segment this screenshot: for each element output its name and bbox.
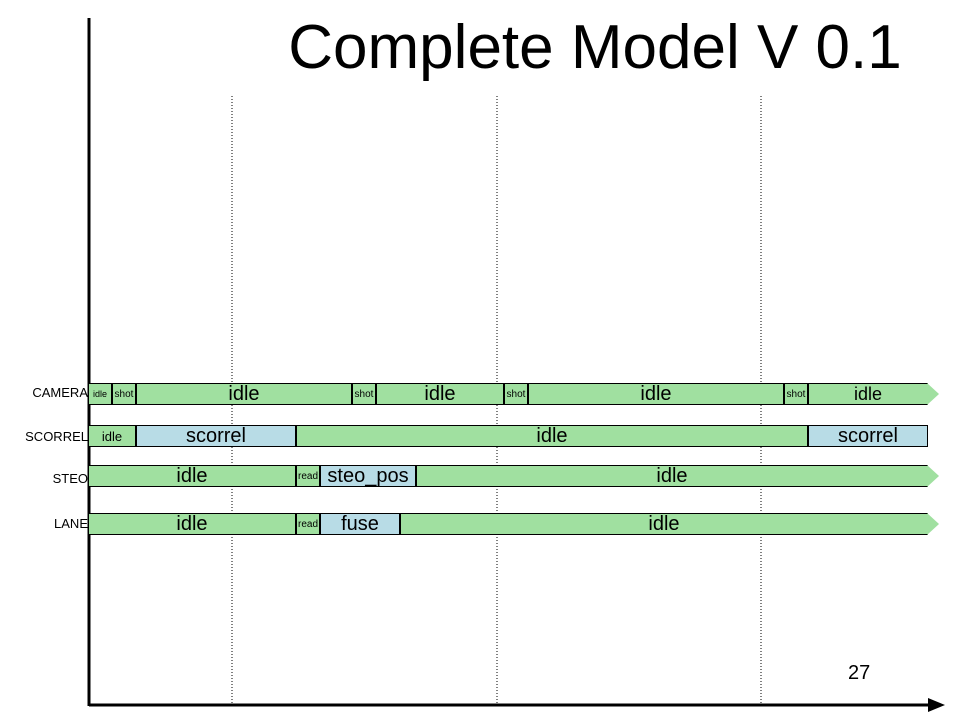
steo-segment-idle: idle <box>416 465 928 487</box>
scorrel-segment-idle: idle <box>296 425 808 447</box>
lane-label-lane: LANE <box>54 516 88 531</box>
lane-track: idle read fuse idle <box>88 513 940 537</box>
camera-segment-idle: idle <box>808 383 928 405</box>
scorrel-segment-scorrel: scorrel <box>808 425 928 447</box>
steo-track-arrow <box>927 465 939 487</box>
camera-segment-idle: idle <box>376 383 504 405</box>
camera-segment-idle: idle <box>88 383 112 405</box>
lane-segment-idle: idle <box>88 513 296 535</box>
lane-label-scorrel: SCORREL <box>25 429 88 444</box>
steo-segment-steo-pos: steo_pos <box>320 465 416 487</box>
camera-segment-shot: shot <box>784 383 808 405</box>
camera-segment-shot: shot <box>352 383 376 405</box>
page-number: 27 <box>848 662 871 684</box>
slide-title: Complete Model V 0.1 <box>288 13 902 82</box>
lane-label-steo: STEO <box>52 471 88 486</box>
camera-segment-shot: shot <box>504 383 528 405</box>
steo-segment-read: read <box>296 465 320 487</box>
lane-track-arrow <box>927 513 939 535</box>
camera-segment-shot: shot <box>112 383 136 405</box>
lane-segment-fuse: fuse <box>320 513 400 535</box>
scorrel-segment-idle: idle <box>88 425 136 447</box>
horizontal-axis-arrowhead <box>928 698 945 712</box>
camera-segment-idle: idle <box>136 383 352 405</box>
scorrel-segment-scorrel: scorrel <box>136 425 296 447</box>
steo-track: idle read steo_pos idle <box>88 465 940 489</box>
camera-track-arrow <box>927 383 939 405</box>
lane-segment-read: read <box>296 513 320 535</box>
steo-segment-idle: idle <box>88 465 296 487</box>
camera-track: idle shot idle shot idle shot idle shot … <box>88 383 940 407</box>
camera-segment-idle: idle <box>528 383 784 405</box>
lane-label-camera: CAMERA <box>32 385 88 400</box>
lane-segment-idle: idle <box>400 513 928 535</box>
scorrel-track: idle scorrel idle scorrel <box>88 425 940 449</box>
